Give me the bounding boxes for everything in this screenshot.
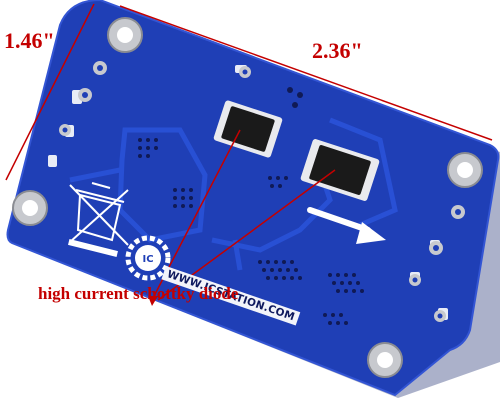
logo-text: IC: [142, 254, 153, 265]
gear-logo-icon: IC: [125, 235, 171, 281]
dimension-line-width: [119, 5, 493, 141]
direction-arrow-icon: [307, 207, 386, 244]
mounting-hole-right: [447, 152, 483, 188]
dimension-line-height: [5, 3, 95, 181]
mounting-hole-bottom: [367, 342, 403, 378]
via-clusters: [138, 87, 364, 325]
schottky-diode-2: [300, 139, 380, 201]
width-dimension-label: 2.36": [312, 38, 363, 63]
plated-holes: [59, 61, 465, 322]
mounting-holes: [12, 17, 483, 378]
pcb-board: IC: [6, 0, 500, 398]
pcb-traces: [69, 117, 398, 271]
callout-text: high current schottky diode: [38, 284, 239, 303]
dimension-lines: [5, 3, 493, 181]
mounting-hole-left: [12, 190, 48, 226]
height-dimension-label: 1.46": [4, 28, 55, 53]
mounting-hole-top: [107, 17, 143, 53]
recycle-bin-crossed-icon: [68, 182, 129, 257]
pcb-body: [6, 0, 500, 397]
callout-label: high current schottky diode: [38, 284, 238, 304]
